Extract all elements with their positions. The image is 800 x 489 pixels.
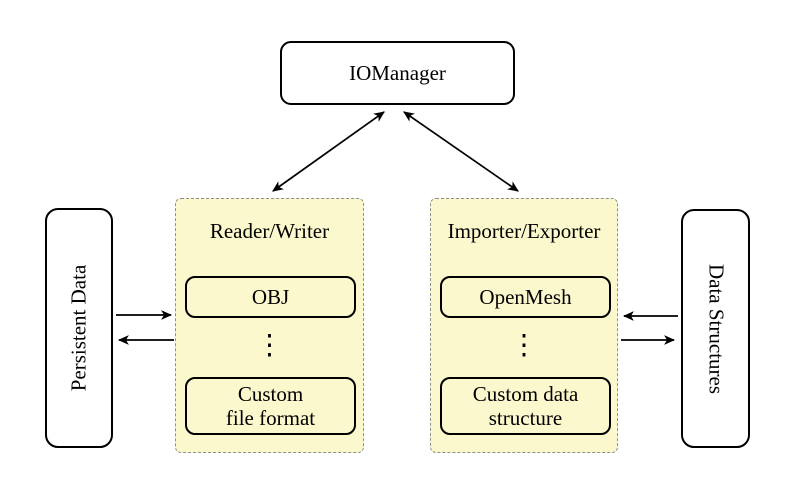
data-structures-box: Data Structures (681, 209, 750, 448)
openmesh-label: OpenMesh (479, 284, 572, 309)
iomanager-box: IOManager (280, 41, 515, 105)
reader-writer-title: Reader/Writer (209, 219, 330, 243)
custom-data-structure-label: Custom data structure (472, 381, 579, 430)
importer-exporter-ellipsis: ⋮ (510, 328, 538, 361)
arrow-iomanager-readerwriter (272, 111, 385, 192)
obj-label: OBJ (251, 284, 290, 309)
data-structures-label: Data Structures (704, 263, 728, 394)
obj-box: OBJ (185, 276, 356, 318)
importer-exporter-title: Importer/Exporter (447, 219, 601, 243)
importer-exporter-group: Importer/Exporter OpenMesh ⋮ Custom data… (430, 198, 618, 453)
reader-writer-ellipsis: ⋮ (255, 328, 284, 361)
arrow-iomanager-importerexporter (403, 111, 519, 192)
openmesh-box: OpenMesh (440, 276, 611, 318)
iomanager-label: IOManager (349, 60, 446, 85)
persistent-data-label: Persistent Data (66, 264, 91, 392)
reader-writer-group: Reader/Writer OBJ ⋮ Custom file format (175, 198, 364, 453)
persistent-data-box: Persistent Data (45, 208, 113, 448)
custom-file-format-box: Custom file format (185, 377, 356, 435)
custom-data-structure-box: Custom data structure (440, 377, 611, 435)
custom-file-format-label: Custom file format (225, 381, 316, 430)
